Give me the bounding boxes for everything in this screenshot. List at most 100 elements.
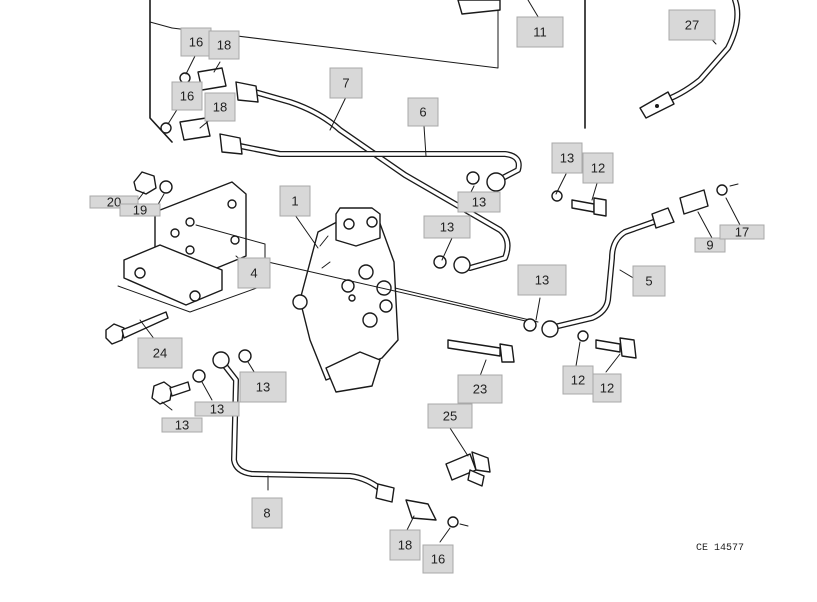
part-label-l13c: 13: [423, 215, 471, 239]
part-label-text: 6: [419, 105, 426, 120]
mounting-panel: [149, 0, 586, 143]
part-label-l18c: 18: [389, 529, 421, 561]
part-label-text: 13: [535, 273, 549, 288]
leader-lines: [137, 0, 741, 543]
part-label-text: 4: [250, 266, 257, 281]
part-label-l1: 1: [279, 185, 311, 217]
part-label-l13d: 13: [517, 264, 567, 296]
part-label-l16a: 16: [180, 27, 212, 57]
part-label-l24: 24: [137, 337, 183, 369]
part-label-l23: 23: [457, 374, 503, 404]
part-label-box: [119, 203, 161, 217]
part-label-box: [582, 152, 614, 184]
part-label-box: [208, 30, 240, 60]
part-label-box: [457, 191, 501, 213]
part-label-box: [180, 27, 212, 57]
part-label-box: [171, 81, 203, 111]
tie-rod: [267, 261, 539, 323]
part-label-text: 13: [560, 151, 574, 166]
part-labels: 11 27 16 18 16 18 7 6 13 12 20 19 1 13 13 4 9 17 5 13 24 13 13…: [89, 9, 765, 574]
part-label-text: 9: [706, 238, 713, 253]
part-label-text: 16: [189, 35, 203, 50]
part-label-text: 5: [645, 274, 652, 289]
part-label-box: [516, 16, 564, 48]
part-label-box: [389, 529, 421, 561]
pipe-8: [212, 349, 395, 503]
pipe-7: [252, 89, 511, 271]
part-label-box: [194, 401, 240, 417]
part-label-box: [719, 224, 765, 240]
part-label-text: 12: [600, 381, 614, 396]
part-label-box: [632, 265, 666, 297]
part-label-l12a: 12: [582, 152, 614, 184]
part-label-box: [427, 403, 473, 429]
part-label-l6: 6: [407, 97, 439, 127]
part-label-text: 19: [133, 203, 147, 218]
part-label-l13e: 13: [239, 371, 287, 403]
part-label-text: 8: [263, 506, 270, 521]
part-label-text: 18: [398, 538, 412, 553]
part-label-l25: 25: [427, 403, 473, 429]
part-label-box: [551, 142, 583, 174]
fitting-18-washer-16-lower: [405, 499, 469, 528]
part-label-l12b: 12: [562, 365, 594, 395]
part-1-valve-body: [292, 207, 399, 393]
part-label-box: [407, 97, 439, 127]
part-label-l19: 19: [119, 203, 161, 218]
part-label-l5: 5: [632, 265, 666, 297]
union-fittings-upper: [160, 67, 506, 274]
bolt-12-upper: [551, 190, 607, 217]
part-label-box: [457, 374, 503, 404]
part-label-text: 13: [440, 220, 454, 235]
part-27-rod: [639, 0, 741, 119]
part-label-l12c: 12: [592, 373, 622, 403]
part-label-box: [668, 9, 716, 41]
part-label-l13f: 13: [194, 401, 240, 417]
part-label-text: 7: [342, 76, 349, 91]
part-label-box: [694, 237, 726, 253]
part-label-text: 11: [533, 25, 547, 40]
part-label-l27: 27: [668, 9, 716, 41]
part-label-box: [562, 365, 594, 395]
part-label-text: 25: [443, 409, 457, 424]
part-label-l9: 9: [694, 237, 726, 253]
part-label-l17: 17: [719, 224, 765, 240]
part-label-l18b: 18: [204, 92, 236, 122]
part-label-box: [517, 264, 567, 296]
part-label-box: [161, 417, 203, 433]
part-label-box: [251, 497, 283, 529]
bolt-12-right: [577, 330, 637, 359]
part-label-text: 18: [217, 38, 231, 53]
part-label-box: [237, 257, 271, 289]
bolt-23: [447, 339, 515, 363]
fitting-9-washer-17: [679, 183, 739, 215]
part-label-text: 16: [180, 89, 194, 104]
part-label-l16c: 16: [422, 544, 454, 574]
part-label-text: 13: [175, 418, 189, 433]
part-label-text: 23: [473, 382, 487, 397]
part-label-box: [239, 371, 287, 403]
part-label-l11: 11: [516, 16, 564, 48]
part-label-box: [422, 544, 454, 574]
part-label-text: 13: [472, 195, 486, 210]
part-label-l8: 8: [251, 497, 283, 529]
part-label-text: 24: [153, 346, 167, 361]
part-label-text: 18: [213, 100, 227, 115]
bolt-12-left: [151, 369, 206, 405]
pipe-5: [523, 207, 675, 338]
part-label-text: 13: [256, 380, 270, 395]
part-label-text: 1: [291, 194, 298, 209]
part-label-text: 16: [431, 552, 445, 567]
part-label-l18a: 18: [208, 30, 240, 60]
part-label-text: 20: [107, 195, 121, 210]
part-label-box: [592, 373, 622, 403]
part-label-text: 17: [735, 225, 749, 240]
part-label-box: [423, 215, 471, 239]
part-label-box: [279, 185, 311, 217]
part-label-text: 13: [210, 402, 224, 417]
bolt-24: [105, 311, 169, 345]
part-label-l13b: 13: [457, 191, 501, 213]
part-label-box: [329, 67, 363, 99]
part-label-text: 12: [571, 373, 585, 388]
